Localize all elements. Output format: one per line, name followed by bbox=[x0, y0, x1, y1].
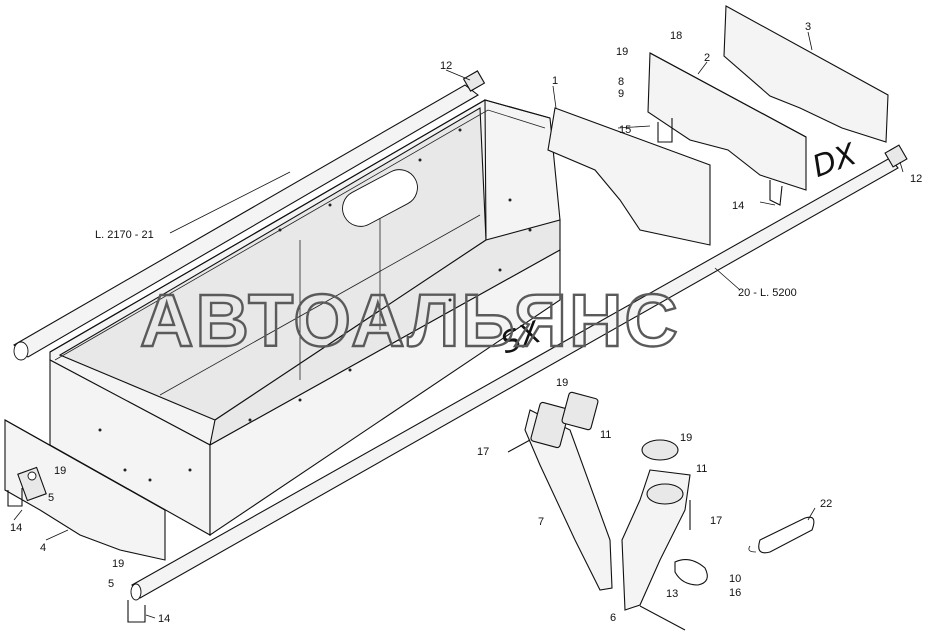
plate-2 bbox=[647, 52, 807, 191]
bracket-6 bbox=[621, 439, 691, 611]
callout-11b: 11 bbox=[696, 463, 707, 475]
leader-lines bbox=[13, 31, 904, 619]
callout-8: 8 bbox=[618, 76, 624, 88]
callout-6: 6 bbox=[610, 612, 616, 624]
tube-21 bbox=[13, 70, 486, 361]
callout-7: 7 bbox=[538, 516, 544, 528]
bracket-7 bbox=[524, 391, 613, 591]
callout-2: 2 bbox=[704, 52, 710, 64]
callout-19c: 19 bbox=[680, 432, 692, 444]
bolt-17-left bbox=[507, 439, 531, 453]
callout-19b: 19 bbox=[556, 377, 568, 389]
rod-20 bbox=[130, 144, 908, 601]
callout-19d: 19 bbox=[54, 465, 66, 477]
callout-22: 22 bbox=[820, 498, 832, 510]
callout-5a: 5 bbox=[48, 492, 54, 504]
callout-14b: 14 bbox=[158, 613, 170, 625]
u-bolts bbox=[7, 118, 783, 623]
callout-3: 3 bbox=[805, 21, 811, 33]
callout-18: 18 bbox=[670, 30, 682, 42]
bolt-long bbox=[639, 605, 686, 631]
callout-19e: 19 bbox=[112, 558, 124, 570]
callout-9: 9 bbox=[618, 88, 624, 100]
callout-12a: 12 bbox=[440, 60, 452, 72]
callout-21: L. 2170 - 21 bbox=[95, 229, 154, 241]
callout-1: 1 bbox=[552, 75, 558, 87]
fitting-12-left bbox=[462, 70, 486, 92]
clip-22 bbox=[748, 516, 815, 554]
rivet-dots bbox=[98, 128, 532, 482]
callout-5b: 5 bbox=[108, 578, 114, 590]
plate-3 bbox=[723, 5, 889, 143]
callout-11a: 11 bbox=[600, 429, 611, 441]
callout-17a: 17 bbox=[477, 446, 489, 458]
watermark-text: АВТОАЛЬЯНС bbox=[140, 279, 680, 362]
callout-19a: 19 bbox=[616, 46, 628, 58]
callout-16: 16 bbox=[729, 587, 741, 599]
callout-15: 15 bbox=[619, 124, 631, 136]
end-plate-1 bbox=[547, 107, 711, 246]
callout-4: 4 bbox=[40, 542, 46, 554]
callout-labels: 1 2 3 4 5 5 6 7 8 9 10 11 11 12 12 13 14… bbox=[10, 21, 922, 625]
callout-14a: 14 bbox=[10, 522, 22, 534]
callout-17b: 17 bbox=[710, 515, 722, 527]
loop-13 bbox=[674, 559, 708, 586]
hopper-box bbox=[49, 99, 561, 537]
callout-20: 20 - L. 5200 bbox=[738, 287, 797, 299]
callout-10: 10 bbox=[729, 573, 741, 585]
callout-13: 13 bbox=[666, 588, 678, 600]
callout-12b: 12 bbox=[910, 173, 922, 185]
callout-14c: 14 bbox=[732, 200, 744, 212]
plate-4 bbox=[4, 419, 166, 561]
